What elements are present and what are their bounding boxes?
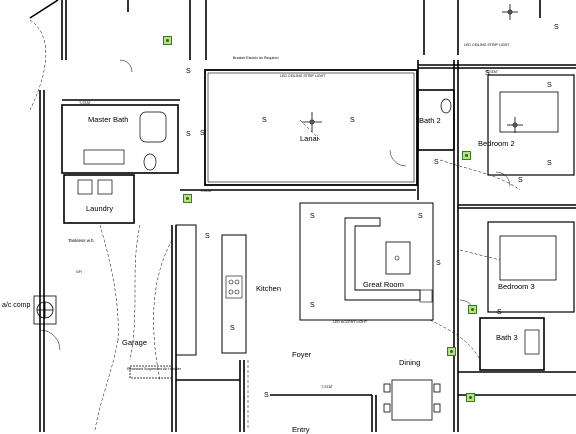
room-label-foyer: Foyer — [292, 350, 312, 359]
room-label-bath2: Bath 2 — [419, 116, 441, 125]
room-label-great-room: Great Room — [363, 280, 404, 289]
room-label-master-bath: Master Bath — [88, 115, 129, 124]
room-label-bedroom3: Bedroom 3 — [498, 282, 535, 291]
bedroom-fans — [502, 4, 523, 133]
note-tstat: T-STAT — [321, 385, 333, 389]
smoke-detector-marker: S — [186, 131, 191, 138]
note-tankless: Tankless w.h. — [68, 238, 95, 243]
note-gfi: GFI — [76, 270, 82, 274]
room-label-garage: Garage — [122, 338, 148, 347]
room-label-dining: Dining — [399, 358, 421, 367]
sensor-device[interactable] — [462, 151, 471, 160]
smoke-detector-marker: S — [205, 233, 210, 240]
smoke-detector-marker: S — [547, 82, 552, 89]
smoke-detector-marker: S — [350, 117, 355, 124]
walls — [29, 0, 576, 432]
smoke-detector-marker: S — [262, 117, 267, 124]
room-label-lanai: Lanai — [300, 134, 319, 143]
note-tstat: T-STAT — [79, 101, 91, 105]
smoke-detector-marker: S — [230, 325, 235, 332]
garage-equipment — [33, 295, 173, 379]
room-label-entry: Entry — [292, 425, 310, 434]
note-recessed: Recessed Suspended Air Handler — [127, 367, 181, 371]
lanai-ceiling-fan — [302, 112, 322, 132]
sensor-device[interactable] — [466, 393, 475, 402]
smoke-detector-marker: S — [264, 392, 269, 399]
smoke-detector-marker: S — [186, 68, 191, 75]
smoke-detector-marker: S — [547, 160, 552, 167]
bath-fixtures — [77, 98, 540, 355]
sensor-device[interactable] — [163, 36, 172, 45]
smoke-detector-marker: S — [485, 70, 490, 77]
note-tstat: T-STAT — [200, 189, 212, 193]
note-led-accent: LED ACCENT LIGHT — [333, 320, 368, 324]
wiring-runs — [29, 19, 521, 431]
note-led-strip-top: LED CEILING STRIP LIGHT — [464, 43, 510, 47]
room-label-bedroom2: Bedroom 2 — [478, 139, 515, 148]
smoke-detector-marker: S — [554, 24, 559, 31]
sensor-device[interactable] — [468, 305, 477, 314]
kitchen-range — [225, 275, 243, 299]
room-label-laundry: Laundry — [86, 204, 114, 213]
sensor-device[interactable] — [183, 194, 192, 203]
smoke-detector-marker: S — [434, 159, 439, 166]
smoke-detector-marker: S — [310, 213, 315, 220]
note-ac-comp: a/c comp — [2, 302, 31, 309]
note-led-strip-lanai: LED CEILING STRIP LIGHT — [280, 74, 326, 78]
great-room-zone — [299, 202, 434, 321]
room-label-kitchen: Kitchen — [256, 284, 282, 293]
smoke-detector-marker: S — [497, 309, 502, 316]
smoke-detector-marker: S — [518, 177, 523, 184]
note-electric: Bracket Electric As Required — [233, 56, 279, 60]
sensor-device[interactable] — [447, 347, 456, 356]
beds — [499, 91, 559, 281]
smoke-detector-marker: S — [310, 302, 315, 309]
smoke-detector-marker: S — [418, 213, 423, 220]
dining-table — [383, 379, 441, 421]
smoke-detector-marker: S — [200, 130, 205, 137]
smoke-detector-marker: S — [436, 260, 441, 267]
note-tstat: T-STAT — [486, 70, 498, 74]
room-label-bath3: Bath 3 — [496, 333, 518, 342]
